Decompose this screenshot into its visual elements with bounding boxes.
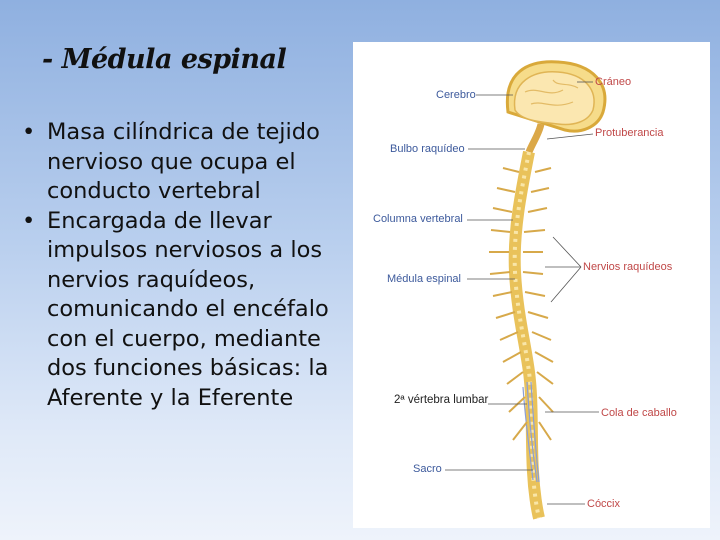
bullet-list: • Masa cilíndrica de tejido nervioso que… (22, 118, 362, 413)
vertebral-column (508, 150, 545, 520)
bullet-dot: • (22, 207, 36, 234)
bullet-text: Masa cilíndrica de tejido nervioso que o… (47, 119, 320, 204)
brainstem (525, 123, 545, 154)
slide-title: - Médula espinal (42, 44, 287, 75)
bullet-text: Encargada de llevar impulsos nerviosos a… (47, 207, 329, 411)
brain-shape (513, 71, 595, 126)
label-sacro: Sacro (413, 463, 442, 475)
bullet-item: • Encargada de llevar impulsos nerviosos… (22, 207, 362, 414)
label-columna-vertebral: Columna vertebral (373, 213, 463, 225)
leader-lines (445, 81, 599, 505)
label-protuberancia: Protuberancia (595, 127, 664, 139)
brain-folds (524, 79, 579, 106)
vertebra-segments (512, 151, 541, 519)
label-medula-espinal: Médula espinal (387, 273, 461, 285)
label-craneo: Cráneo (595, 76, 632, 88)
spinal-nerves (489, 167, 554, 441)
bullet-item: • Masa cilíndrica de tejido nervioso que… (22, 118, 362, 207)
label-nervios-raquideos: Nervios raquídeos (583, 261, 673, 273)
label-cerebro: Cerebro (436, 89, 476, 101)
label-cola-de-caballo: Cola de caballo (601, 407, 677, 419)
spine-drawing (445, 60, 607, 520)
spinal-cord-illustration: Cerebro Bulbo raquídeo Columna vertebral… (353, 42, 710, 528)
label-vertebra-lumbar: 2ª vértebra lumbar (394, 394, 489, 406)
label-coccix: Cóccix (587, 498, 621, 510)
label-bulbo-raquideo: Bulbo raquídeo (390, 143, 465, 155)
bullet-dot: • (22, 119, 36, 145)
